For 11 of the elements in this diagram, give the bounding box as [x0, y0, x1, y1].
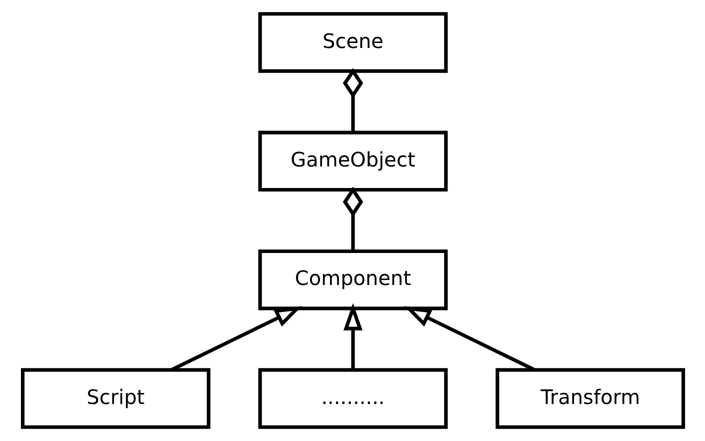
- connector: [342, 68, 363, 132]
- arrow: [342, 303, 362, 370]
- node-box: Scene: [258, 12, 448, 73]
- arrow: [403, 306, 534, 372]
- node-box: ..........: [258, 368, 448, 429]
- connector: [342, 186, 363, 251]
- arrow: [170, 306, 302, 372]
- node-box: Script: [20, 368, 210, 429]
- node-box: GameObject: [258, 130, 448, 192]
- node-box: Transform: [495, 368, 685, 429]
- node-box: Component: [258, 249, 448, 310]
